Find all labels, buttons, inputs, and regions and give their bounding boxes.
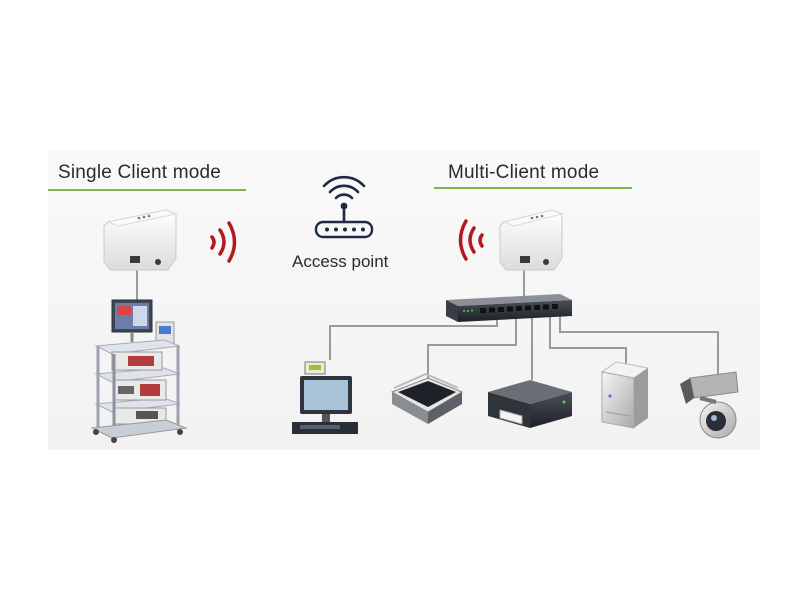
access-point-label: Access point xyxy=(292,252,389,271)
wireless-bridge-icon xyxy=(499,209,564,271)
camera-icon xyxy=(680,371,739,439)
multi-client-heading: Multi-Client mode xyxy=(448,162,600,183)
single-client-underline xyxy=(48,189,246,191)
multi-client-underline xyxy=(434,187,632,189)
scanner-icon xyxy=(390,372,464,424)
nas-drive-icon xyxy=(600,361,650,429)
single-client-heading: Single Client mode xyxy=(58,162,222,183)
network-cables xyxy=(329,266,719,386)
wifi-router-icon xyxy=(314,175,374,239)
pos-terminal-icon xyxy=(292,361,358,434)
wifi-waves-icon xyxy=(458,219,484,261)
medical-cart-icon xyxy=(90,299,188,443)
printer-icon xyxy=(488,380,572,428)
network-switch-icon xyxy=(446,294,572,322)
wifi-waves-icon xyxy=(210,221,237,263)
wireless-bridge-icon xyxy=(103,209,178,271)
